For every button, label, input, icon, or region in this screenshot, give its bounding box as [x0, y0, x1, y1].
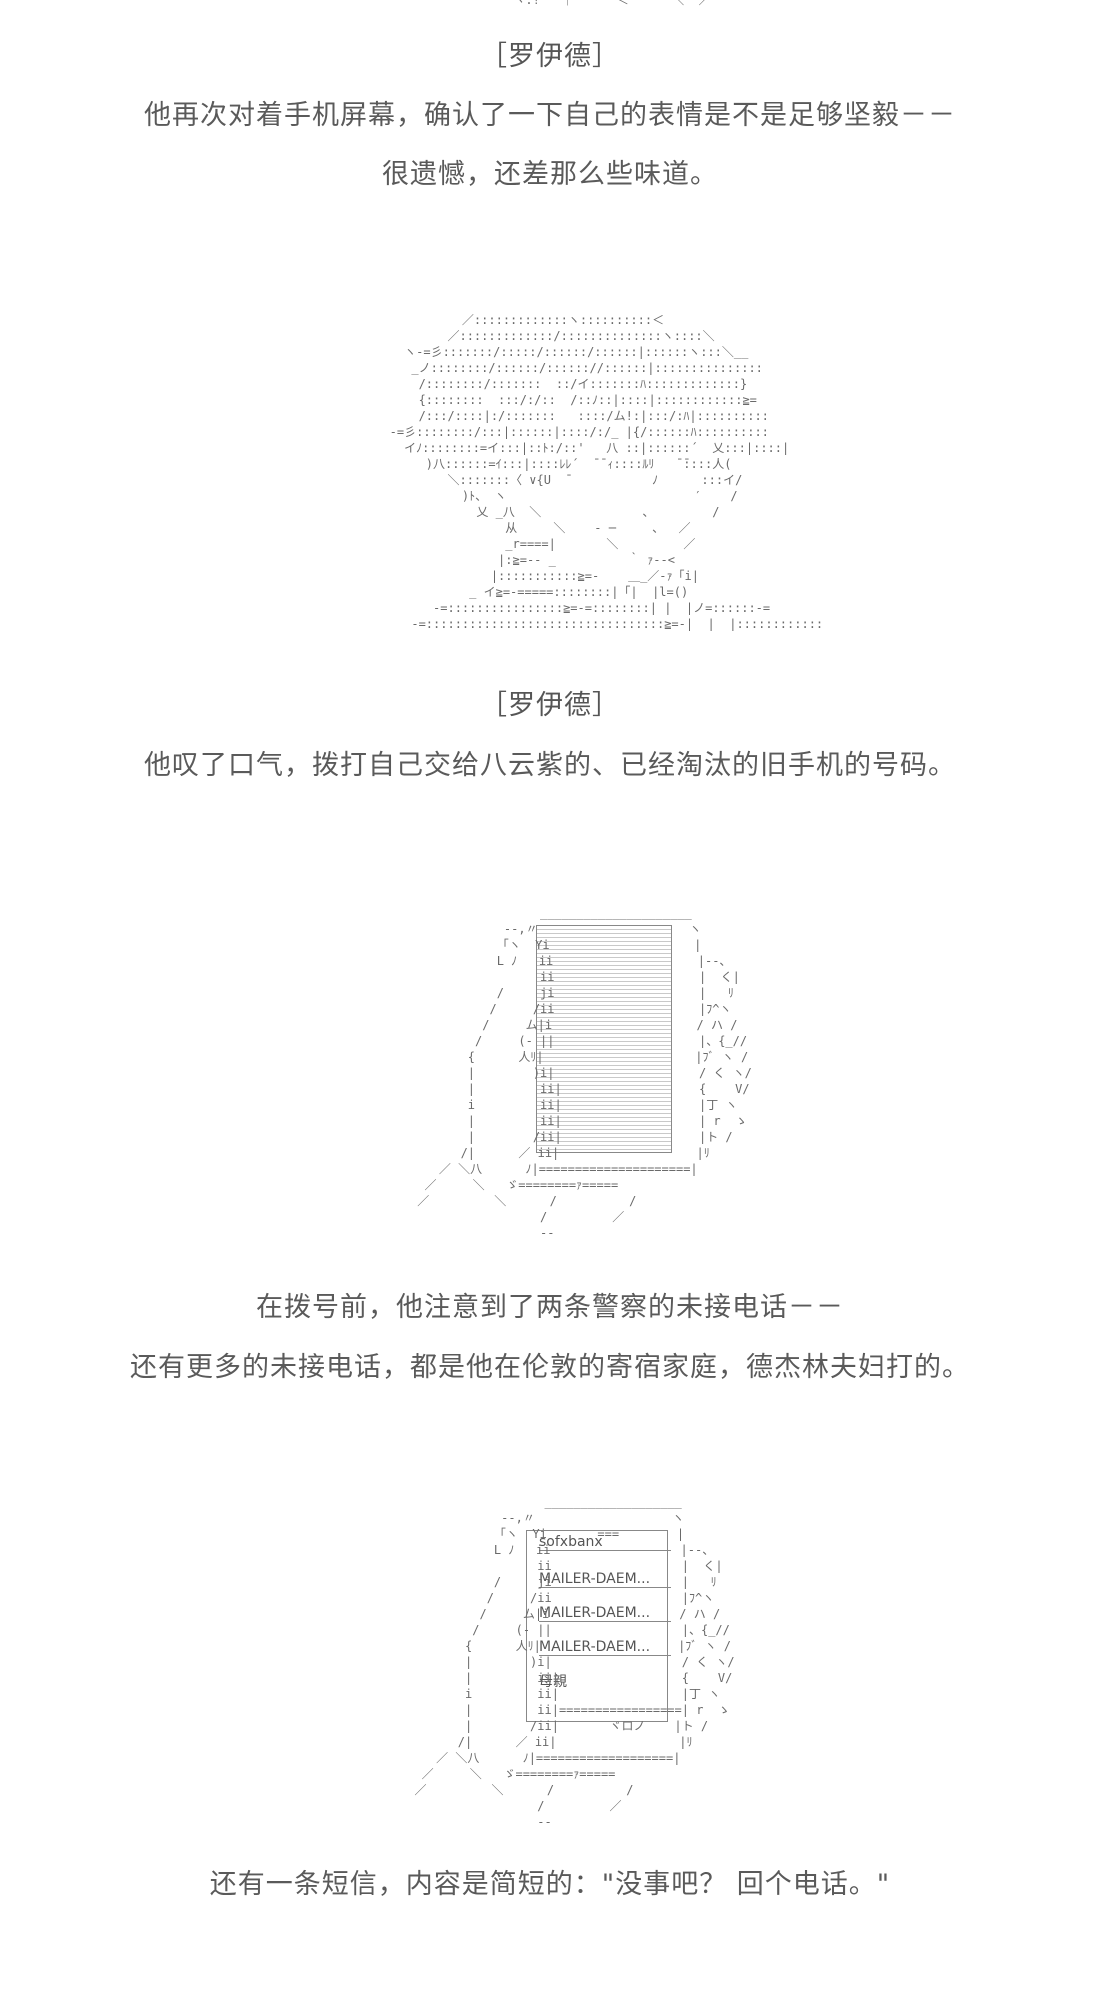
narration-line-2: 很遗憾，还差那么些味道。: [382, 159, 718, 190]
inbox-item-2: MAILER-DAEM...: [539, 1571, 671, 1588]
inbox-item-4: MAILER-DAEM...: [539, 1639, 671, 1656]
inbox-item-5: 母親: [539, 1674, 567, 1690]
ascii-art-phone-hand-2: ___________________ ‐‐,〃 ヽ 「ヽ Yi === | L…: [414, 1495, 735, 1829]
ascii-art-character-face: ／:::::::::::::ヽ::::::::::＜ ／::::::::::::…: [389, 313, 824, 631]
phone-inbox-screen: sofxbanx MAILER-DAEM... MAILER-DAEM... M…: [526, 1530, 671, 1722]
inbox-item-3: MAILER-DAEM...: [539, 1605, 671, 1622]
ascii-art-top-remnant: ヽ.! ｜ ＜ ＼ ／: [470, 0, 711, 7]
ascii-art-phone-hand-1: _____________________ ‐‐,〃 ヽ 「ヽ Yi | L ﾉ…: [417, 906, 752, 1240]
phone-screen-lines: [536, 925, 672, 1153]
narration-line-1: 他再次对着手机屏幕，确认了一下自己的表情是不是足够坚毅－－: [144, 100, 956, 131]
speaker-label-1: ［罗伊德］: [480, 41, 620, 72]
speaker-label-2: ［罗伊德］: [480, 690, 620, 721]
narration-line-6: 还有一条短信，内容是简短的："没事吧？ 回个电话。": [209, 1869, 891, 1900]
inbox-item-1: sofxbanx: [539, 1534, 671, 1551]
narration-line-4: 在拨号前，他注意到了两条警察的未接电话－－: [256, 1292, 844, 1323]
narration-line-3: 他叹了口气，拨打自己交给八云紫的、已经淘汰的旧手机的号码。: [144, 750, 956, 781]
narration-line-5: 还有更多的未接电话，都是他在伦敦的寄宿家庭，德杰林夫妇打的。: [130, 1352, 970, 1383]
